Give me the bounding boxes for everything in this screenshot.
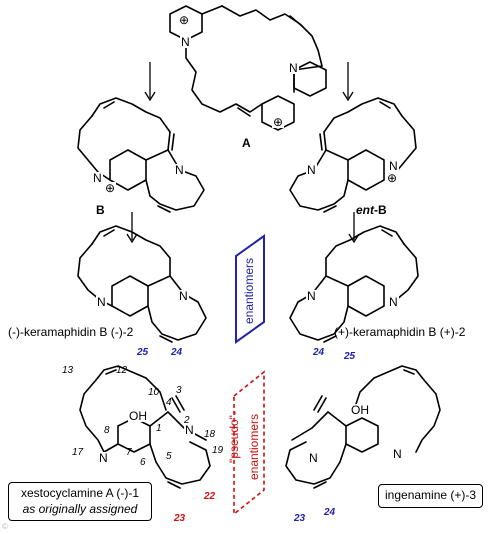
num-24-left: 24 <box>171 347 183 358</box>
nitrogen-kminus2: N <box>178 289 189 303</box>
label-ent-b: ent-B <box>356 204 387 216</box>
plus-charge-b: ⊕ <box>104 181 117 195</box>
enantiomers-frame <box>235 234 265 344</box>
num-19: 19 <box>212 445 224 456</box>
num-1: 1 <box>156 423 162 434</box>
nitrogen-xesto1: N <box>98 451 109 465</box>
num-22: 22 <box>204 491 216 502</box>
num-2: 2 <box>184 415 190 426</box>
num-7: 7 <box>126 447 132 458</box>
label-enantiomers: enantiomers <box>242 257 257 325</box>
num-6: 6 <box>140 457 146 468</box>
nitrogen-b2: N <box>174 163 185 177</box>
compound-b-structure <box>77 97 205 213</box>
num-10: 10 <box>148 387 160 398</box>
plus-charge-a2: ⊕ <box>272 115 285 129</box>
label-ent-b-prefix: ent <box>356 203 374 217</box>
xestocyclamine-note: as originally assigned <box>22 501 138 516</box>
nitrogen-ingen1: N <box>308 451 319 465</box>
ingenamine-label-box: ingenamine (+)-3 <box>378 484 484 508</box>
nitrogen-a2: N <box>288 61 299 75</box>
nitrogen-kplus1: N <box>388 295 399 309</box>
xestocyclamine-name: xestocyclamine A (-)-1 <box>20 486 140 500</box>
nitrogen-entb1: N <box>388 159 399 173</box>
ingenamine-structure <box>285 365 441 489</box>
nitrogen-entb2: N <box>306 163 317 177</box>
num-24-ingen: 24 <box>324 507 336 518</box>
ingenamine-name: ingenamine (+)-3 <box>385 488 477 502</box>
num-13: 13 <box>62 365 74 376</box>
pseudo-enantiomers-frame <box>233 370 265 516</box>
nitrogen-ingen2: N <box>392 447 403 461</box>
nitrogen-kplus2: N <box>306 289 317 303</box>
xestocyclamine-structure <box>79 365 211 489</box>
label-keramaphidin-minus: (-)-keramaphidin B (-)-2 <box>8 325 134 339</box>
compound-a-structure <box>169 5 327 131</box>
label-a: A <box>242 136 251 150</box>
watermark: © <box>2 522 8 531</box>
hydroxyl-xesto: OH <box>128 409 148 423</box>
plus-charge-a1: ⊕ <box>178 13 191 27</box>
xestocyclamine-label-box: xestocyclamine A (-)-1 as originally ass… <box>8 482 152 522</box>
num-12: 12 <box>116 365 128 376</box>
num-25-left: 25 <box>137 347 149 358</box>
num-4: 4 <box>166 397 172 408</box>
num-18: 18 <box>204 429 216 440</box>
num-5: 5 <box>166 451 172 462</box>
num-23-right: 23 <box>294 513 306 524</box>
label-pseudo-1: "pseudo"- <box>226 411 241 463</box>
num-17: 17 <box>72 447 84 458</box>
label-pseudo-2: enantiomers <box>247 413 262 481</box>
nitrogen-xesto2: N <box>184 423 195 437</box>
num-8: 8 <box>104 425 110 436</box>
label-b: B <box>96 203 105 217</box>
reaction-arrows <box>126 62 360 244</box>
label-ent-b-suffix: -B <box>374 203 387 217</box>
plus-charge-entb: ⊕ <box>386 171 399 185</box>
nitrogen-kminus1: N <box>96 295 107 309</box>
num-24-right: 24 <box>313 347 325 358</box>
num-23-left: 23 <box>174 513 186 524</box>
compound-ent-b-structure <box>289 97 417 213</box>
num-3: 3 <box>176 385 182 396</box>
nitrogen-a1: N <box>180 35 191 49</box>
label-keramaphidin-plus: (+)-keramaphidin B (+)-2 <box>334 325 466 339</box>
nitrogen-b1: N <box>92 171 103 185</box>
num-25-right: 25 <box>344 351 356 362</box>
keramaphidin-plus-structure <box>289 225 419 343</box>
hydroxyl-ingen: OH <box>350 403 370 417</box>
